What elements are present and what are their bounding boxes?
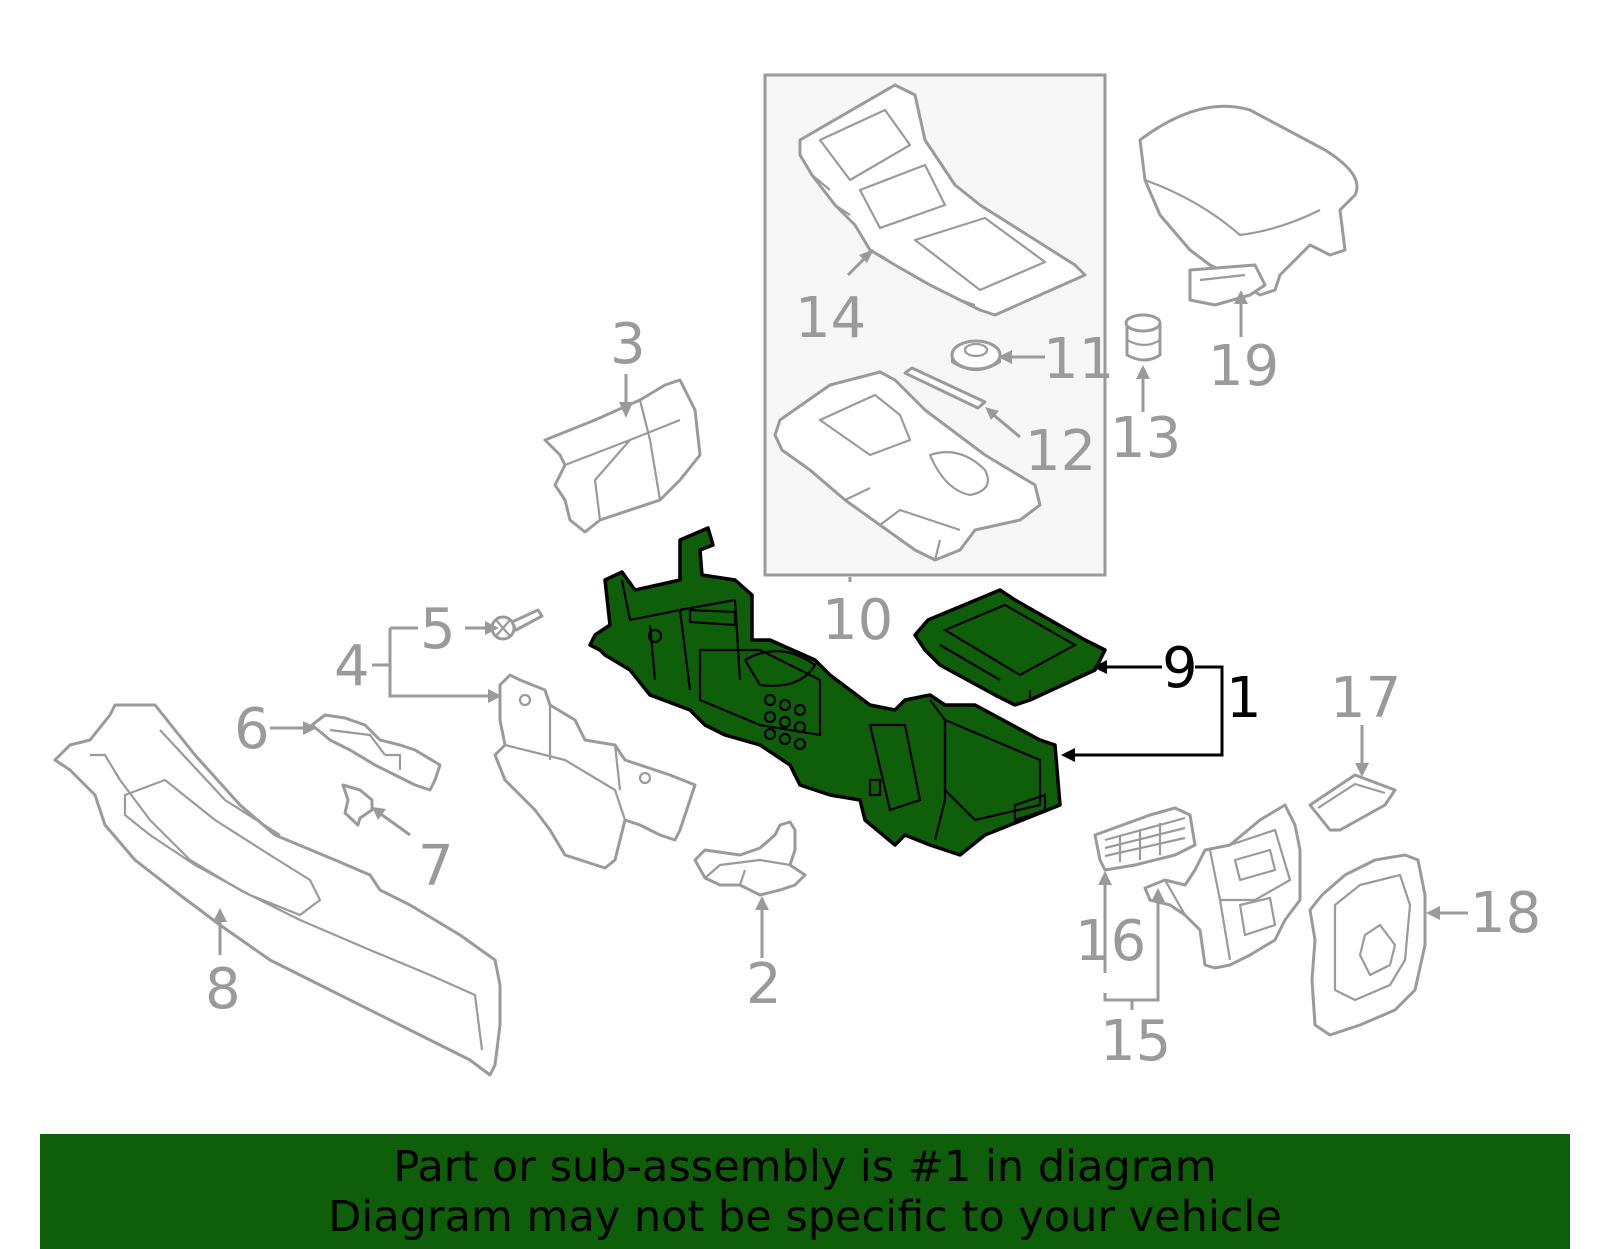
- callout-16: 16: [1075, 909, 1146, 974]
- callout-4: 4: [334, 634, 370, 699]
- callout-2: 2: [746, 952, 782, 1017]
- callout-5: 5: [420, 597, 456, 662]
- part-2-bracket[interactable]: [693, 820, 807, 897]
- callout-12: 12: [1025, 419, 1096, 484]
- part-7-small-clip[interactable]: [341, 783, 374, 827]
- callout-10: 10: [822, 588, 893, 653]
- part-17-cover[interactable]: [1308, 773, 1397, 832]
- part-11-ring[interactable]: [950, 339, 1002, 372]
- callout-19: 19: [1208, 334, 1279, 399]
- part-6-clip[interactable]: [310, 713, 442, 792]
- part-15-rear-assembly[interactable]: [1143, 803, 1302, 970]
- callout-8: 8: [205, 957, 241, 1022]
- leader-lines: [218, 253, 1468, 1010]
- banner-line-2: Diagram may not be specific to your vehi…: [328, 1192, 1282, 1242]
- callout-13: 13: [1110, 406, 1181, 471]
- console-vent-holes: [763, 693, 807, 751]
- callout-6: 6: [234, 697, 270, 762]
- part-9-tray[interactable]: [913, 588, 1107, 707]
- part-5-screw[interactable]: [490, 608, 544, 641]
- banner-line-1: Part or sub-assembly is #1 in diagram: [393, 1142, 1217, 1192]
- callout-labels: 1 2 3 4 5 6 7 8 9 10 11 12 13 14 15 16 1…: [205, 286, 1541, 1074]
- callout-14: 14: [795, 286, 866, 351]
- callout-11: 11: [1043, 327, 1114, 392]
- part-18-trim-bezel[interactable]: [1308, 853, 1427, 1037]
- part-19-armrest-lid[interactable]: [1138, 104, 1359, 307]
- part-14-upper-trim-panel[interactable]: [798, 83, 1087, 317]
- leader-arrowheads: [213, 249, 1440, 922]
- part-1-console-assembly[interactable]: [588, 526, 1062, 857]
- callout-9: 9: [1162, 636, 1198, 701]
- part-10-lower-trim[interactable]: [773, 370, 1042, 562]
- callout-15: 15: [1100, 1009, 1171, 1074]
- part-8-side-panel[interactable]: [53, 703, 502, 1077]
- callout-17: 17: [1330, 666, 1401, 731]
- part-3-bracket[interactable]: [543, 378, 702, 534]
- callout-3: 3: [610, 312, 646, 377]
- part-4-bracket-panel[interactable]: [493, 673, 697, 870]
- callout-18: 18: [1470, 881, 1541, 946]
- callout-7: 7: [418, 834, 454, 899]
- callout-1: 1: [1226, 666, 1262, 731]
- part-12-strip[interactable]: [903, 366, 987, 410]
- part-13-cup[interactable]: [1124, 313, 1162, 362]
- info-banner: Part or sub-assembly is #1 in diagram Di…: [40, 1134, 1570, 1249]
- part-16-vent[interactable]: [1093, 806, 1197, 872]
